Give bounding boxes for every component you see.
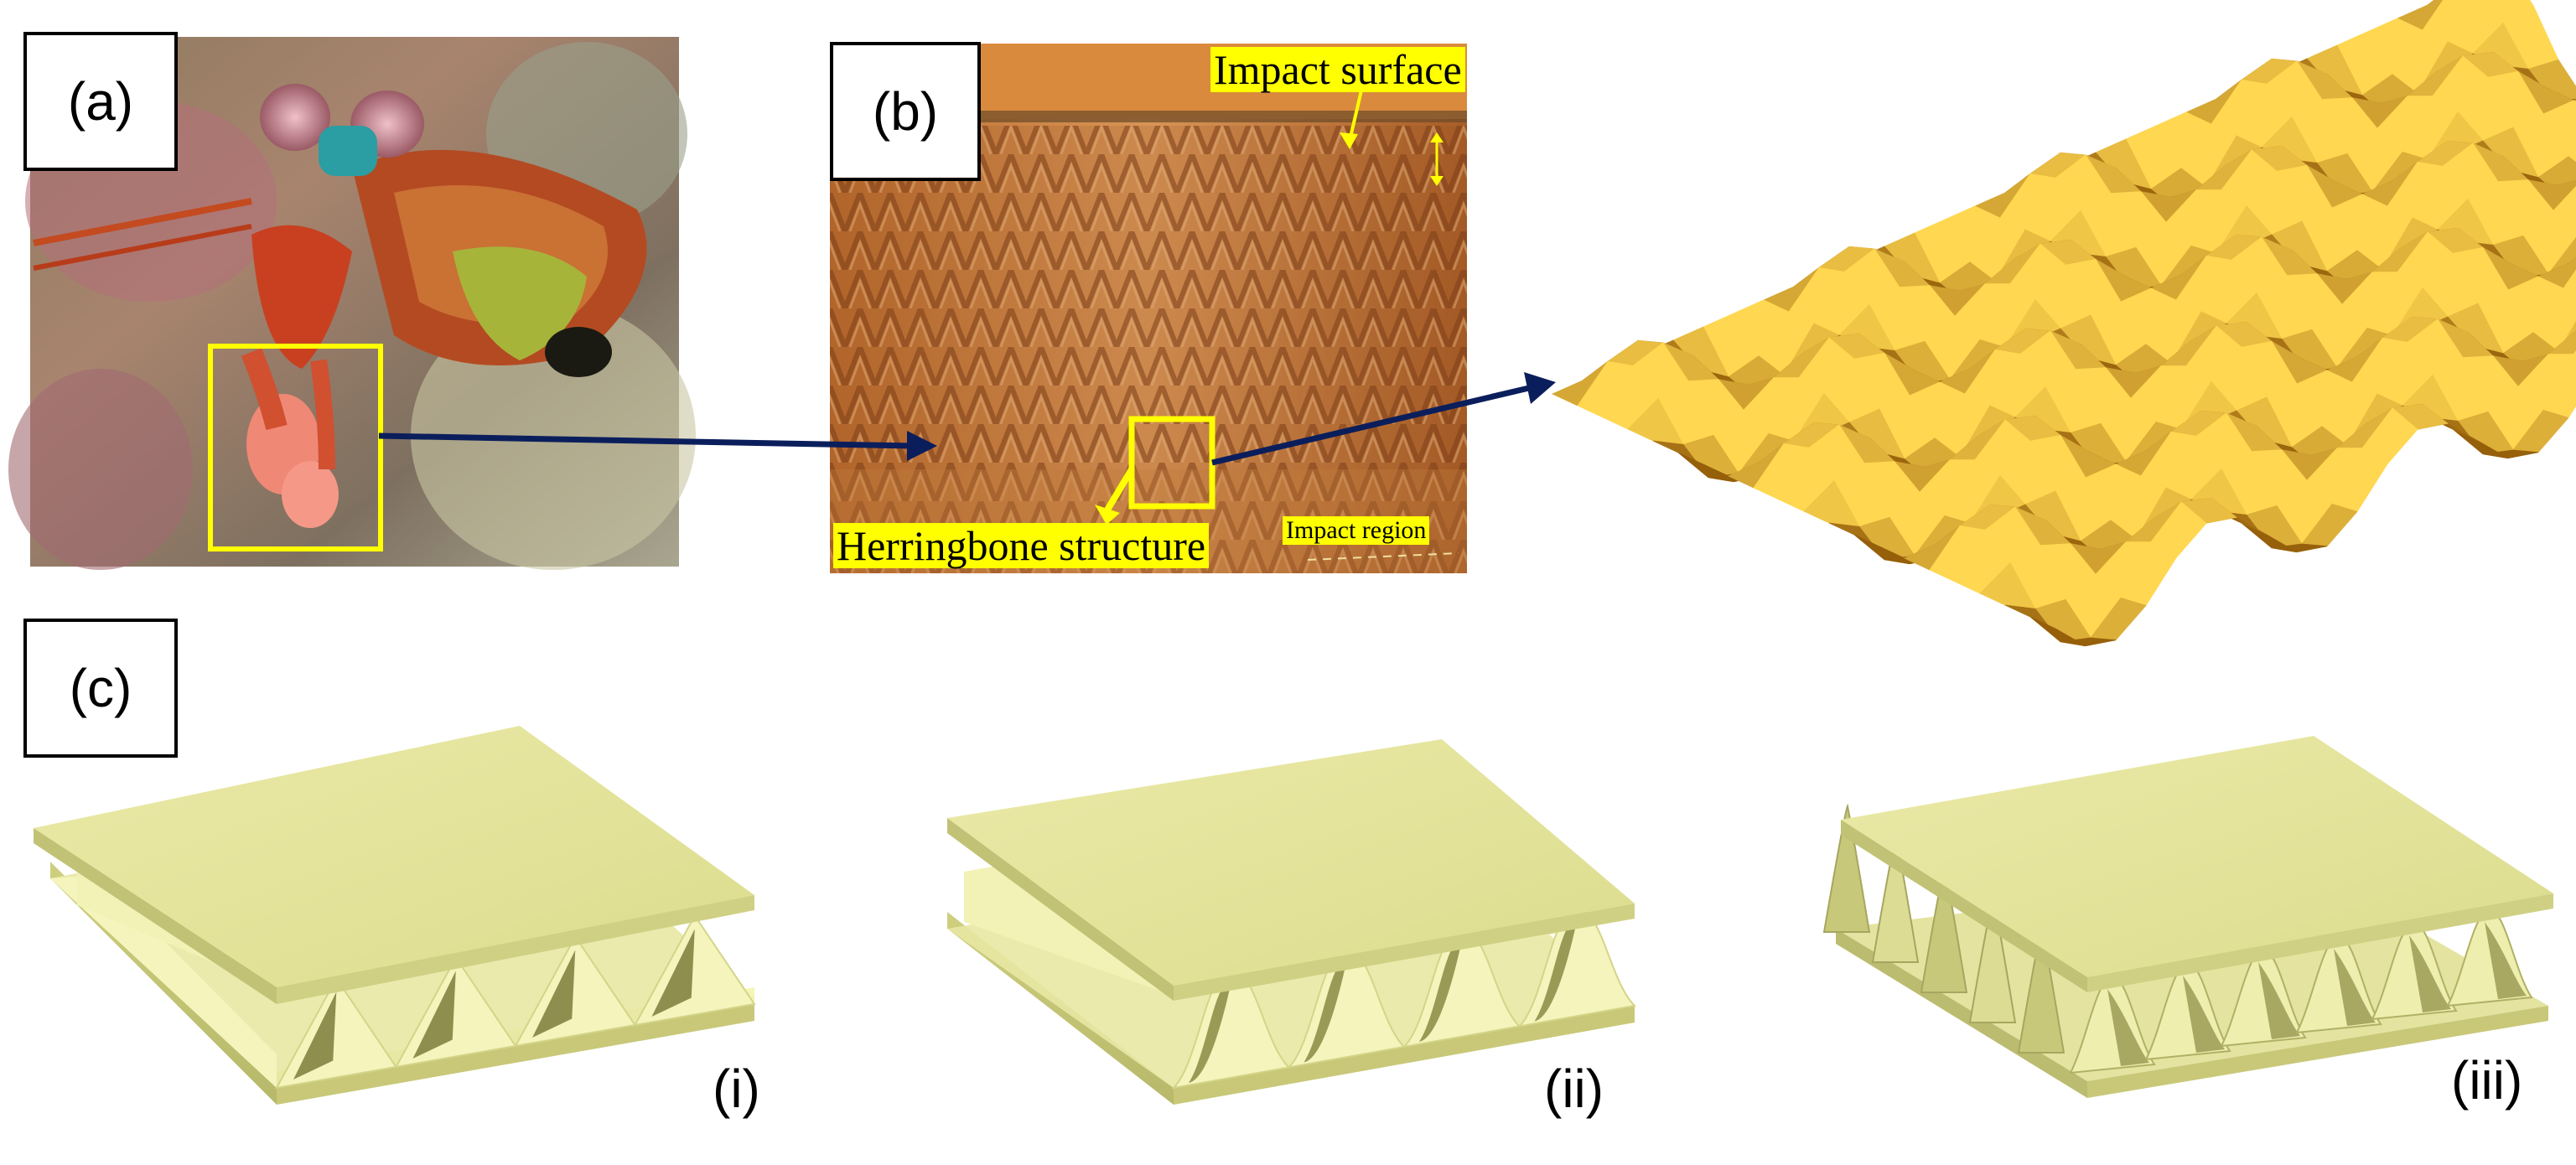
eggbox-cell-shadow bbox=[2107, 989, 2149, 1066]
sinusoidal-cell-shadow bbox=[1304, 961, 1347, 1063]
triangular-cell-shadow bbox=[651, 929, 695, 1017]
label-impact-region: Impact region bbox=[1283, 516, 1430, 545]
triangular-cell-shadow bbox=[293, 992, 337, 1080]
surface-facet bbox=[2568, 144, 2576, 163]
eggbox-cell-shadow bbox=[2485, 922, 2527, 999]
surface-facet bbox=[2029, 616, 2086, 647]
eggbox-cell-shadow bbox=[2183, 976, 2225, 1053]
eggbox-cell-shadow bbox=[2334, 949, 2376, 1026]
arrow-b-to-surface bbox=[1211, 372, 1556, 466]
photo-mantis-shrimp bbox=[8, 37, 696, 570]
panel-label-b: (b) bbox=[830, 42, 981, 181]
panel-label-a: (a) bbox=[23, 32, 178, 171]
left-eye-icon bbox=[260, 84, 330, 151]
sinusoidal-surface-3d bbox=[1552, 0, 2576, 647]
sub-label-ii: (ii) bbox=[1544, 1059, 1604, 1119]
panel-label-c: (c) bbox=[23, 619, 178, 758]
sinusoidal-cell-shadow bbox=[1189, 981, 1231, 1083]
arrow-a-to-b bbox=[378, 431, 937, 461]
label-herringbone-structure: Herringbone structure bbox=[833, 523, 1210, 568]
sandwich-panel-triangular bbox=[34, 726, 756, 1105]
sinusoidal-cell-shadow bbox=[1419, 940, 1462, 1042]
eggbox-cell bbox=[1822, 803, 1871, 933]
triangular-cell-shadow bbox=[532, 950, 576, 1038]
highlight-box-club bbox=[208, 344, 383, 551]
surface-facet bbox=[2563, 269, 2576, 295]
eggbox-cell-shadow bbox=[2409, 935, 2451, 1012]
sub-label-i: (i) bbox=[713, 1059, 760, 1119]
triangular-cell-shadow bbox=[412, 971, 456, 1059]
sinusoidal-cell-shadow bbox=[1534, 920, 1578, 1022]
label-impact-surface: Impact surface bbox=[1210, 47, 1465, 92]
sandwich-panel-eggbox bbox=[1822, 736, 2553, 1098]
sandwich-panel-sinusoidal bbox=[947, 739, 1637, 1105]
eggbox-cell-shadow bbox=[2258, 962, 2300, 1039]
sub-label-iii: (iii) bbox=[2451, 1050, 2523, 1111]
